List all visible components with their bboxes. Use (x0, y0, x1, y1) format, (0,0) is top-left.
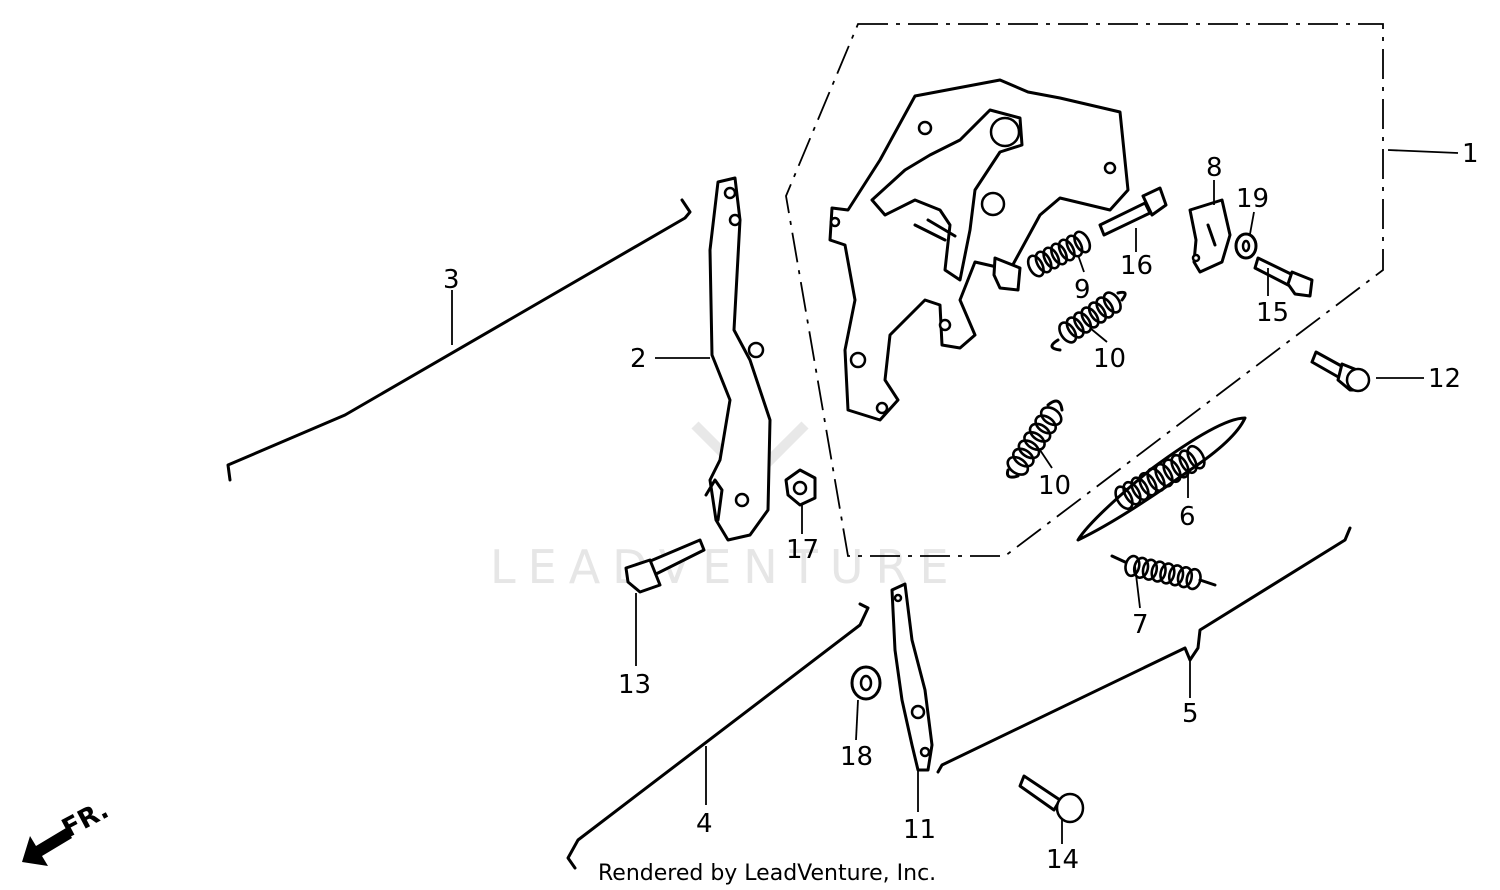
spring-coil-turn (1095, 296, 1115, 319)
spring-6-part[interactable] (1076, 416, 1247, 542)
spring-coil-turn (1073, 230, 1092, 254)
assembly-frame (785, 23, 1384, 557)
callout-5: 5 (1182, 699, 1199, 729)
governor-plate-part[interactable] (828, 78, 1130, 422)
spring-coil-turn (1186, 444, 1206, 470)
spring-coil-turn (1087, 301, 1108, 324)
front-direction-arrow-icon (22, 828, 72, 866)
spring-coil-turn (1012, 447, 1035, 468)
spring-coil-turn (1050, 242, 1068, 266)
callout-14: 14 (1046, 845, 1079, 875)
spring-coil-turn (1178, 449, 1198, 475)
spring-coil-turn (1023, 430, 1046, 452)
washer-18-part[interactable] (850, 665, 882, 701)
spring-coil-turn (1114, 485, 1134, 511)
spring-coil-turn (1042, 246, 1061, 270)
spring-coil-turn (1146, 467, 1166, 493)
spring-coil-turn (1176, 566, 1194, 589)
spring-coil-turn (1058, 321, 1078, 344)
spring-coil-turn (1017, 439, 1041, 460)
spring-coil-turn (1006, 455, 1030, 476)
stopper-bracket-part[interactable] (1188, 198, 1232, 274)
leader-lines (451, 149, 1459, 844)
callout-15: 15 (1256, 298, 1289, 328)
callout-8: 8 (1206, 153, 1223, 183)
callout-9: 9 (1074, 275, 1091, 305)
washer-19-part[interactable] (1234, 232, 1258, 260)
spring-coil-turn (1065, 234, 1084, 258)
spring-coil-turn (1034, 414, 1057, 435)
callout-10-lower: 10 (1038, 471, 1071, 501)
spring-coil-turn (1150, 560, 1167, 583)
spring-coil-turn (1124, 554, 1141, 578)
spring-coil-turn (1057, 238, 1076, 262)
spring-coil-turn (1170, 453, 1190, 479)
spring-10-lower-part[interactable] (1004, 399, 1064, 479)
spring-9-part[interactable] (1025, 229, 1093, 279)
control-rod-4-part[interactable] (566, 602, 870, 870)
control-rod-5-part[interactable] (936, 526, 1352, 774)
spring-coil-turn (1039, 406, 1063, 427)
callout-3: 3 (443, 265, 460, 295)
callout-12: 12 (1428, 364, 1461, 394)
bolt-16-part[interactable] (1098, 186, 1168, 237)
spring-coil-turn (1122, 480, 1142, 506)
control-lever-part[interactable] (704, 176, 772, 542)
spring-coil-turn (1026, 254, 1045, 278)
spring-coil-turn (1159, 562, 1176, 585)
callout-6: 6 (1179, 502, 1196, 532)
spring-coil-turn (1162, 458, 1182, 484)
flange-nut-17-part[interactable] (784, 468, 817, 507)
flange-bolt-12-part[interactable] (1310, 350, 1371, 393)
callout-2: 2 (630, 344, 647, 374)
spring-coil-turn (1130, 476, 1150, 502)
spring-coil-turn (1072, 311, 1093, 334)
callout-1: 1 (1462, 139, 1479, 169)
callout-10-upper: 10 (1093, 344, 1126, 374)
spring-coil-turn (1080, 306, 1100, 329)
lever-11-part[interactable] (890, 582, 934, 772)
footer-credit: Rendered by LeadVenture, Inc. (598, 861, 936, 886)
callout-16: 16 (1120, 251, 1153, 281)
spring-coil-turn (1138, 471, 1158, 497)
spring-coil-turn (1185, 567, 1202, 591)
callout-4: 4 (696, 809, 713, 839)
spring-coil-turn (1141, 558, 1159, 581)
callout-19: 19 (1236, 184, 1269, 214)
control-rod-3-part[interactable] (226, 198, 692, 482)
spring-coil-turn (1154, 462, 1174, 488)
callout-11: 11 (903, 815, 936, 845)
flange-bolt-14-part[interactable] (1018, 774, 1085, 824)
watermark-text: LEADVENTURE (490, 540, 961, 594)
t-bolt-13-part[interactable] (624, 538, 706, 594)
callout-18: 18 (840, 742, 873, 772)
spring-coil-turn (1102, 291, 1122, 314)
spring-coil-turn (1065, 316, 1085, 339)
callout-17: 17 (786, 535, 819, 565)
callout-7: 7 (1132, 610, 1149, 640)
callout-13: 13 (618, 670, 651, 700)
spring-coil-turn (1167, 564, 1185, 587)
spring-10-upper-part[interactable] (1050, 290, 1127, 352)
spring-coil-turn (1028, 422, 1052, 443)
spring-7-part[interactable] (1110, 554, 1217, 591)
spring-coil-turn (1034, 250, 1053, 274)
bolt-15-part[interactable] (1253, 256, 1314, 298)
